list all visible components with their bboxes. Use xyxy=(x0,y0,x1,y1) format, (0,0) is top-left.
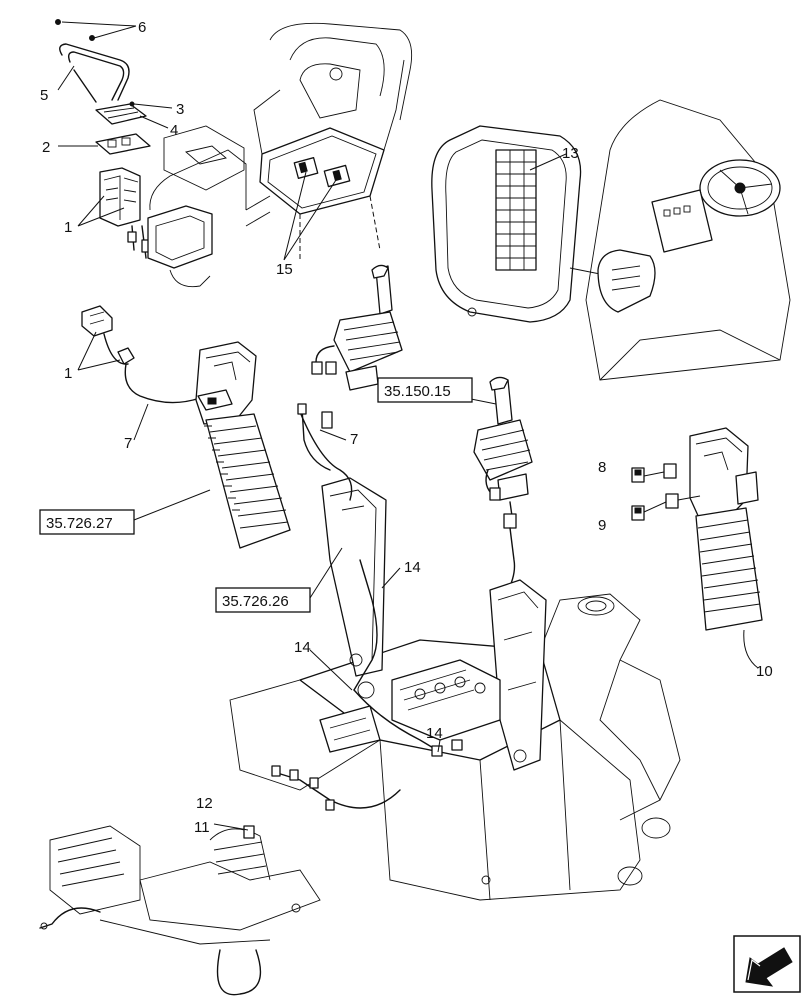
callout-14a: 14 xyxy=(404,559,421,576)
reference-35-726-27[interactable]: 35.726.27 xyxy=(39,509,135,535)
joystick-lower xyxy=(473,376,533,587)
callout-labels: 6 5 3 4 2 1 1 7 7 13 15 8 9 10 14 14 14 … xyxy=(40,19,773,836)
bottom-overview xyxy=(39,825,321,996)
callout-14b: 14 xyxy=(294,639,311,656)
callout-12: 12 xyxy=(196,795,213,812)
handle-switch-assembly xyxy=(55,19,207,404)
callout-11: 11 xyxy=(194,819,210,836)
callout-5: 5 xyxy=(40,87,48,104)
callout-leaders xyxy=(57,21,759,831)
callout-8: 8 xyxy=(598,459,606,476)
callout-7b: 7 xyxy=(350,431,358,448)
cab-console-view xyxy=(147,22,413,288)
joystick-upper xyxy=(311,264,403,391)
callout-10: 10 xyxy=(756,663,773,680)
reference-35-726-26[interactable]: 35.726.26 xyxy=(215,587,311,613)
fuse-block xyxy=(495,149,537,271)
previous-page-arrow-icon[interactable] xyxy=(733,935,801,993)
callout-9: 9 xyxy=(598,517,606,534)
callout-3: 3 xyxy=(176,101,184,118)
fuse-panel-view xyxy=(431,99,791,381)
callout-7a: 7 xyxy=(124,435,132,452)
callout-4: 4 xyxy=(170,122,178,139)
callout-6: 6 xyxy=(138,19,146,36)
right-control-handle xyxy=(631,427,763,631)
bellow-boot-left xyxy=(204,413,291,549)
svg-text:35.150.15: 35.150.15 xyxy=(384,383,451,400)
bellow-boot-right xyxy=(695,507,763,631)
callout-1a: 1 xyxy=(64,219,72,236)
reference-35-150-15[interactable]: 35.150.15 xyxy=(377,377,473,403)
callout-2: 2 xyxy=(42,139,50,156)
svg-text:35.726.27: 35.726.27 xyxy=(46,515,113,532)
callout-15: 15 xyxy=(276,261,293,278)
left-control-handle xyxy=(195,341,291,549)
loader-frame xyxy=(229,403,681,901)
callout-1b: 1 xyxy=(64,365,72,382)
callout-14c: 14 xyxy=(426,725,443,742)
svg-text:35.726.26: 35.726.26 xyxy=(222,593,289,610)
callout-13: 13 xyxy=(562,145,579,162)
